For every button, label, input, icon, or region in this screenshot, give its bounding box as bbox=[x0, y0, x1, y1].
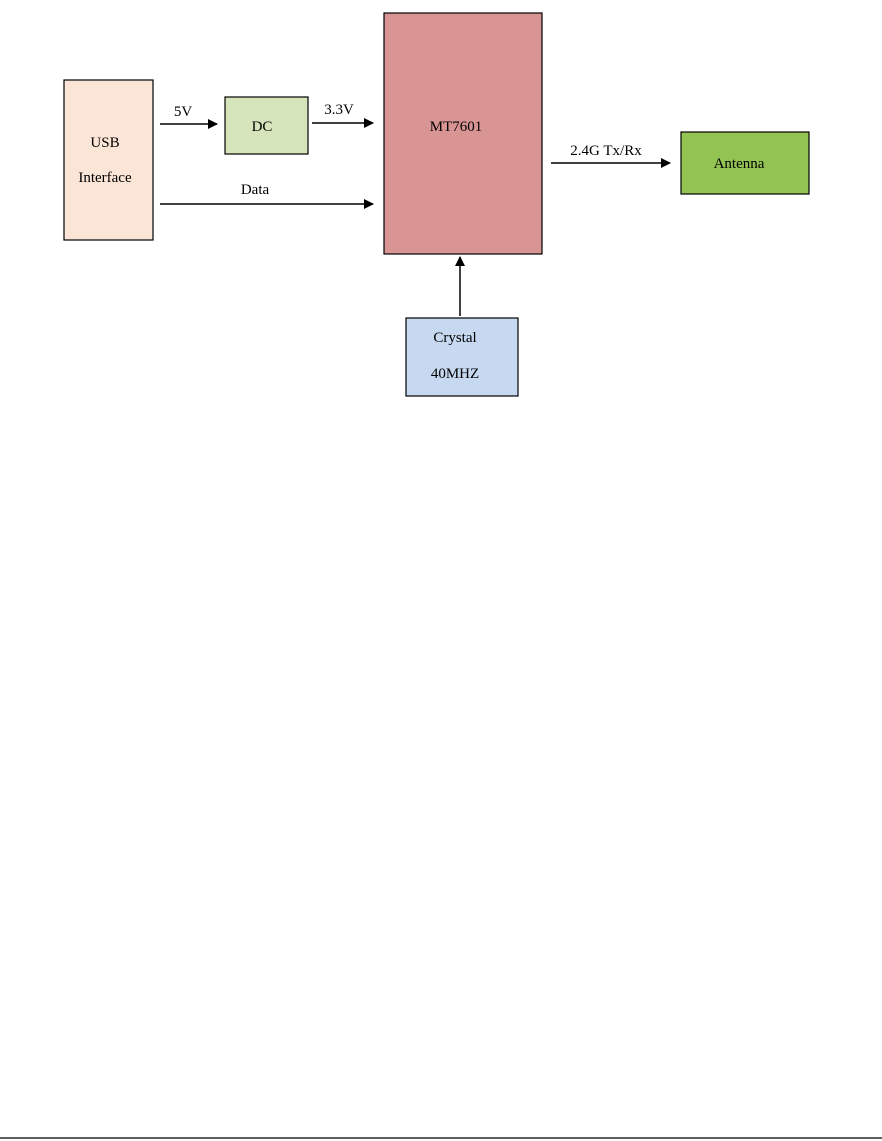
edge-label-3v3: 3.3V bbox=[324, 102, 354, 118]
edge-label-5v: 5V bbox=[174, 104, 193, 120]
edge-usb-to-mt7601: Data bbox=[160, 182, 373, 204]
antenna-label: Antenna bbox=[714, 156, 765, 172]
usb-interface-label-line1: USB bbox=[90, 135, 119, 151]
usb-interface-block: USB Interface bbox=[64, 80, 153, 240]
crystal-label-line2: 40MHZ bbox=[431, 366, 479, 382]
dc-block: DC bbox=[225, 97, 308, 154]
edge-label-tx-rx: 2.4G Tx/Rx bbox=[570, 143, 642, 159]
usb-interface-box bbox=[64, 80, 153, 240]
crystal-label-line1: Crystal bbox=[433, 330, 476, 346]
crystal-block: Crystal 40MHZ bbox=[406, 318, 518, 396]
edge-mt7601-to-antenna: 2.4G Tx/Rx bbox=[551, 143, 670, 163]
edge-label-data: Data bbox=[241, 182, 270, 198]
mt7601-block: MT7601 bbox=[384, 13, 542, 254]
dc-label: DC bbox=[252, 119, 273, 135]
edge-usb-to-dc: 5V bbox=[160, 104, 217, 124]
edge-dc-to-mt7601: 3.3V bbox=[312, 102, 373, 123]
usb-interface-label-line2: Interface bbox=[78, 170, 132, 186]
antenna-block: Antenna bbox=[681, 132, 809, 194]
mt7601-label: MT7601 bbox=[430, 119, 483, 135]
